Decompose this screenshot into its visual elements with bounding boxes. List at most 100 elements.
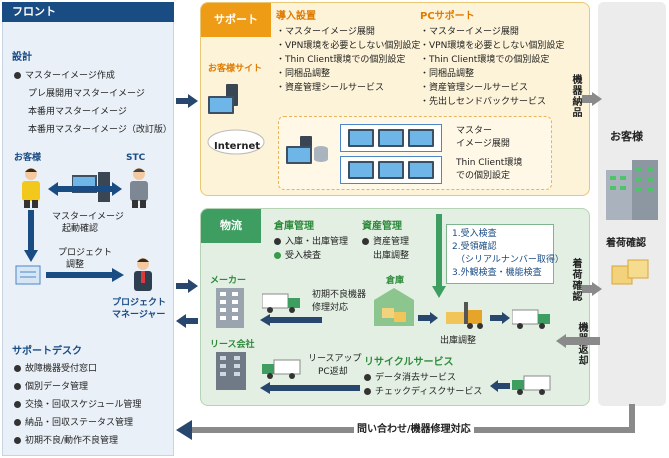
pc-monitor-icon (378, 129, 404, 147)
master-deploy-line1: マスター (456, 126, 493, 136)
pc-monitor-icon (348, 161, 374, 179)
support-desk-item: 個別データ管理 (14, 382, 88, 393)
design-title: 設計 (12, 52, 32, 63)
pc-support-item: ・Thin Client環境での個別設定 (420, 55, 550, 65)
deploy-monitor-icon (286, 146, 312, 164)
customer-site-label: お客様サイト (208, 64, 263, 74)
arrival-check-arrow-icon (582, 282, 602, 296)
support-desk-item-label: 個別データ管理 (25, 382, 89, 392)
bullet-icon (274, 252, 281, 259)
bullet-icon (274, 238, 281, 245)
pm-person-icon (134, 258, 152, 291)
arrival-check-label: 着荷確認 (570, 258, 581, 302)
front-to-logistics-arrow-icon (176, 279, 198, 293)
customer-label: お客様 (610, 130, 643, 143)
bullet-icon (14, 383, 21, 390)
pm-label-line2: マネージャー (112, 310, 166, 320)
master-confirm-line1: マスターイメージ (52, 212, 124, 222)
recycle-item-label: データ消去サービス (375, 373, 457, 383)
shipping-label: 出庫調整 (440, 336, 477, 346)
site-monitor-icon (208, 96, 234, 114)
support-desk-title: サポートデスク (12, 346, 82, 357)
initial-defect-line1: 初期不良機器 (312, 290, 367, 300)
thin-client-line2: での個別設定 (456, 171, 511, 181)
to-lease-arrow-icon (260, 382, 360, 394)
logistics-header: 物流 (201, 209, 261, 243)
asset-mgmt-title: 資産管理 (362, 221, 402, 232)
internet-cloud-icon (207, 129, 265, 155)
pc-support-item: ・資産管理シールサービス (420, 83, 529, 93)
install-item: ・Thin Client環境での個別設定 (276, 55, 406, 65)
internet-label: Internet (214, 141, 261, 152)
support-desk-item: 初期不良/動作不良管理 (14, 436, 118, 447)
design-item-prod: 本番用マスターイメージ (28, 107, 127, 117)
step-2: 2.受領確認 (452, 242, 497, 252)
inspection-steps-box (446, 224, 554, 284)
design-item-label: マスターイメージ作成 (25, 71, 115, 81)
database-icon (314, 146, 328, 162)
bullet-icon (364, 388, 371, 395)
install-item: ・資産管理シールサービス (276, 83, 385, 93)
design-item-prod-rev: 本番用マスターイメージ（改訂版） (28, 125, 172, 135)
support-desk-item-label: 納品・回収ステータス管理 (25, 418, 134, 428)
bullet-icon (14, 365, 21, 372)
asset-mgmt-item-2: 出庫調整 (373, 251, 410, 261)
lease-company-label: リース会社 (210, 340, 255, 350)
support-header: サポート (201, 3, 271, 37)
pc-monitor-icon (378, 161, 404, 179)
stc-person-icon (130, 168, 148, 208)
lease-building-icon (216, 352, 246, 390)
step-1: 1.受入検査 (452, 229, 497, 239)
thin-client-line1: Thin Client環境 (456, 158, 523, 168)
design-item-master-create: マスターイメージ作成 (14, 71, 115, 82)
pc-support-item: ・マスターイメージ展開 (420, 27, 519, 37)
install-title: 導入設置 (276, 11, 316, 22)
to-recycle-arrow-icon (490, 380, 510, 392)
document-icon (15, 265, 41, 285)
front-to-support-arrow-icon (176, 94, 198, 108)
customer-building-icon (606, 160, 658, 220)
asset-mgmt-item-label: 資産管理 (373, 237, 410, 247)
pc-support-title: PCサポート (420, 11, 475, 22)
logistics-to-front-arrow-icon (176, 314, 198, 328)
delivery-truck-icon (512, 309, 550, 329)
stc-label: STC (126, 153, 146, 163)
truck-icon (262, 293, 300, 313)
lease-up-line1: リースアップ (308, 354, 362, 364)
pc-support-item: ・先出しセンドバックサービス (420, 97, 547, 107)
support-desk-item-label: 初期不良/動作不良管理 (25, 436, 119, 446)
inquiry-label: 問い合わせ/機器修理対応 (354, 424, 474, 436)
delivery-arrow-icon (582, 92, 602, 106)
recycle-item-label: チェックディスクサービス (375, 387, 483, 397)
project-adjust-line2: 調整 (66, 260, 85, 270)
return-truck-icon (512, 375, 551, 395)
maker-label: メーカー (210, 276, 247, 286)
down-to-warehouse-arrow-icon (432, 214, 446, 298)
lease-truck-icon (262, 359, 301, 379)
warehouse-mgmt-item: 入庫・出庫管理 (274, 237, 348, 248)
warehouse-label: 倉庫 (386, 276, 405, 286)
recycle-item: データ消去サービス (364, 373, 456, 384)
support-desk-item: 交換・回収スケジュール管理 (14, 400, 141, 411)
support-desk-item-label: 交換・回収スケジュール管理 (25, 400, 142, 410)
bullet-icon (364, 374, 371, 381)
bullet-icon (14, 419, 21, 426)
install-item: ・同梱品調整 (276, 69, 331, 79)
bullet-icon (14, 72, 21, 79)
bullet-icon (14, 401, 21, 408)
warehouse-mgmt-item-label: 入庫・出庫管理 (285, 237, 349, 247)
warehouse-mgmt-title: 倉庫管理 (274, 221, 314, 232)
pc-monitor-icon (408, 161, 434, 179)
lease-up-line2: PC返却 (318, 367, 348, 377)
warehouse-mgmt-item: 受入検査 (274, 251, 321, 262)
forklift-to-truck-arrow-icon (490, 312, 510, 324)
bullet-icon (14, 437, 21, 444)
device-delivery-label: 機器納品 (570, 74, 581, 118)
recycle-item: チェックディスクサービス (364, 387, 482, 398)
inquiry-arrow-icon (176, 404, 635, 440)
install-item: ・VPN環境を必要としない個別設定 (276, 41, 421, 51)
design-item-pre: プレ展開用マスターイメージ (28, 89, 145, 99)
front-customer-label: お客様 (14, 153, 42, 163)
return-arrow-icon (556, 334, 600, 348)
step-3: 3.外観検査・機能検査 (452, 268, 542, 278)
